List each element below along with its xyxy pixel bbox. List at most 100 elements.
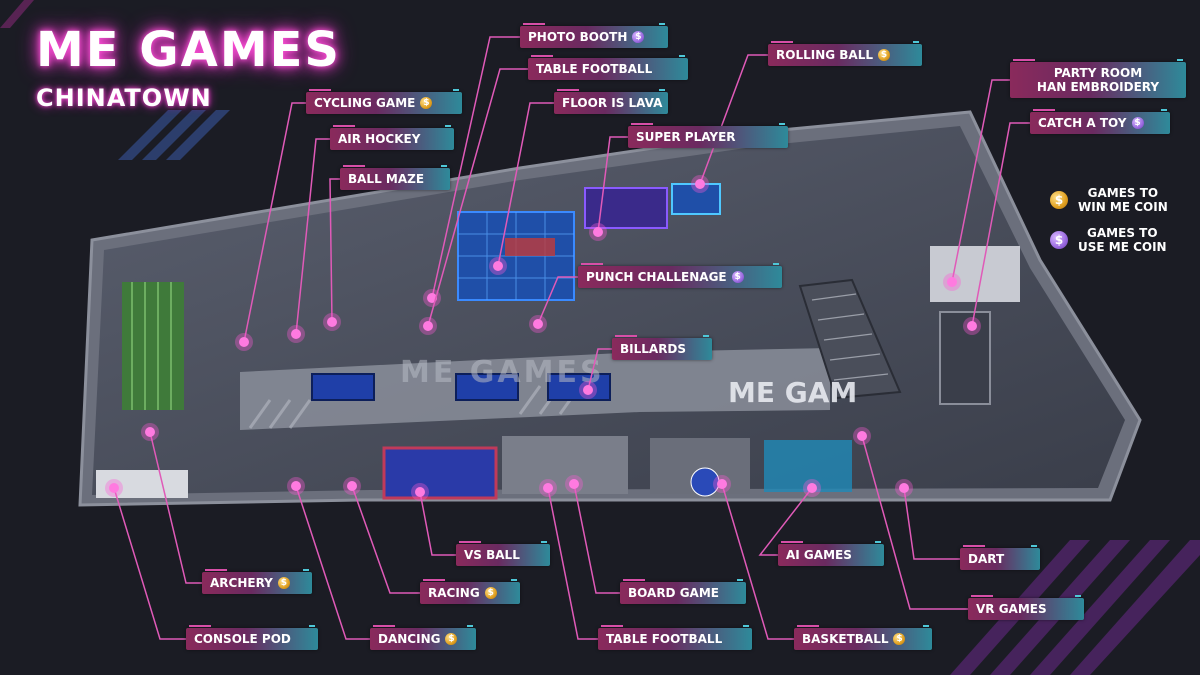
legend-use-line1: GAMES TO [1087,226,1158,240]
gold-coin-icon: $ [893,633,906,645]
label-accent [971,595,993,597]
label-accent [1161,109,1167,111]
attraction-name: ARCHERY [210,576,273,590]
label-accent [797,625,819,627]
attraction-label[interactable]: VR GAMES [968,595,1084,620]
attraction-label[interactable]: BASKETBALL $ [794,625,932,650]
callout-line [427,68,528,327]
attraction-label[interactable]: SUPER PLAYER [628,123,788,148]
attraction-name: BASKETBALL [802,632,889,646]
location-marker [569,479,579,489]
billiard-table [547,373,611,401]
attraction-label[interactable]: CONSOLE POD [186,625,318,650]
label-accent [659,23,665,25]
attraction-name: CONSOLE POD [194,632,291,646]
location-marker [543,483,553,493]
attraction-name: AIR HOCKEY [338,132,421,146]
attraction-name: DART [968,552,1005,566]
attraction-label[interactable]: BOARD GAME [620,579,746,604]
attraction-name: FLOOR IS LAVA [562,96,663,110]
attraction-name: CATCH A TOY [1038,116,1127,130]
attraction-label[interactable]: TABLE FOOTBALL [528,55,688,80]
label-accent [531,55,553,57]
callout-line [758,487,813,556]
location-marker [291,481,301,491]
callout-line [587,348,612,391]
location-marker [327,317,337,327]
callout-line [951,79,1010,283]
label-accent [303,569,309,571]
location-marker [291,329,301,339]
map-title: ME GAMES [36,22,341,78]
callout-line [497,102,554,267]
label-accent [1013,59,1035,61]
attraction-name-line2: HAN EMBROIDERY [1036,80,1160,94]
attraction-label[interactable]: AIR HOCKEY [330,125,454,150]
attraction-label[interactable]: RACING$ [420,579,520,604]
attraction-label[interactable]: ARCHERY $ [202,569,312,594]
attraction-label[interactable]: PUNCH CHALLENAGE $ [578,263,782,288]
gold-coin-icon: $ [445,633,458,645]
label-accent [189,625,211,627]
label-accent [467,625,473,627]
attraction-name: BALL MAZE [348,172,425,186]
location-marker [533,319,543,329]
callout-line [295,485,370,640]
decor-stripes-topleft [0,0,230,160]
label-accent [441,165,447,167]
attraction-name: VS BALL [464,548,520,562]
gold-coin-icon: $ [277,577,290,589]
location-marker [145,427,155,437]
attraction-name: PHOTO BOOTH [528,30,628,44]
attraction-name: ROLLING BALL [776,48,873,62]
attraction-name: AI GAMES [786,548,852,562]
callout-line [861,435,968,610]
attraction-label[interactable]: CYCLING GAME$ [306,89,462,114]
purple-coin-icon: $ [1050,231,1068,249]
label-accent [581,263,603,265]
attraction-label[interactable]: AI GAMES [778,541,884,566]
purple-coin-icon: $ [632,31,645,43]
location-marker [967,321,977,331]
purple-coin-icon: $ [731,271,744,283]
billiard-table [455,373,519,401]
label-accent [541,541,547,543]
location-marker [593,227,603,237]
callout-line [243,102,306,343]
location-marker [423,321,433,331]
attraction-label[interactable]: BALL MAZE [340,165,450,190]
attraction-label[interactable]: PHOTO BOOTH $ [520,23,668,48]
attraction-label[interactable]: TABLE FOOTBALL [598,625,752,650]
callout-line [351,485,420,594]
label-accent [1031,545,1037,547]
callout-line [113,487,186,640]
legend-use-line2: USE ME COIN [1078,240,1167,254]
board-game-area [502,436,628,494]
label-accent [343,165,365,167]
super-player-screen [584,187,668,229]
callout-line [573,483,620,594]
ai-games-area [764,440,852,492]
gold-coin-icon: $ [420,97,433,109]
label-accent [1075,595,1081,597]
label-accent [205,569,227,571]
attraction-name: TABLE FOOTBALL [606,632,723,646]
location-marker [695,179,705,189]
attraction-label[interactable]: CATCH A TOY$ [1030,109,1170,134]
attraction-label[interactable]: BILLARDS [612,335,712,360]
attraction-label[interactable]: FLOOR IS LAVA [554,89,668,114]
attraction-label[interactable]: DART [960,545,1040,570]
floor-sign-text: ME GAM [728,376,857,409]
callout-line [597,136,628,233]
attraction-label[interactable]: VS BALL [456,541,550,566]
label-accent [459,541,481,543]
attraction-label[interactable]: DANCING$ [370,625,476,650]
attraction-label[interactable]: ROLLING BALL$ [768,41,922,66]
attraction-name: PUNCH CHALLENAGE [586,270,727,284]
label-accent [615,335,637,337]
billiard-table [311,373,375,401]
label-accent [779,123,785,125]
